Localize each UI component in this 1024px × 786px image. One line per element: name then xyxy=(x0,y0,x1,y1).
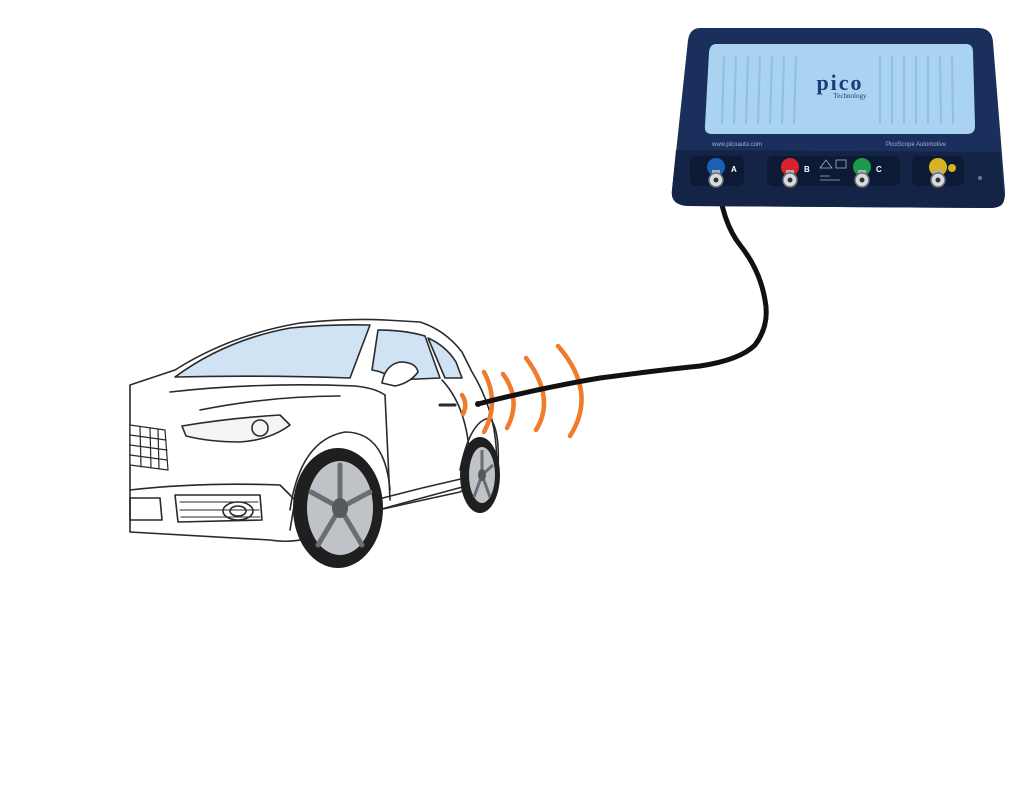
car-rear-wheel xyxy=(460,437,500,513)
channel-c-label: C xyxy=(876,165,882,174)
device-brand-logo: pico xyxy=(816,70,863,95)
channel-b-connector: B xyxy=(781,158,810,188)
car-illustration xyxy=(129,318,500,543)
car-windshield xyxy=(174,324,371,379)
car-front-wheel xyxy=(293,448,383,568)
car-mirror xyxy=(381,361,419,387)
probe-cable xyxy=(475,177,769,407)
channel-c-connector: C xyxy=(853,158,882,188)
device-website: www.picoauto.com xyxy=(711,142,762,148)
channel-a-connector: A xyxy=(707,158,737,188)
signal-wave-3 xyxy=(523,355,547,433)
channel-a-label: A xyxy=(731,165,737,174)
channel-b-label: B xyxy=(804,165,810,174)
probe-tip xyxy=(475,401,481,407)
device-led xyxy=(978,176,982,180)
signal-wave-4 xyxy=(555,343,584,439)
channel-d-connector xyxy=(929,158,956,188)
device-panel-ribs xyxy=(721,55,954,125)
device-model: PicoScope Automotive xyxy=(886,142,947,148)
device-brand-sub: Technology xyxy=(834,92,867,100)
car-rear-window xyxy=(427,337,463,379)
signal-wave-inner-left xyxy=(459,392,468,417)
car-grille xyxy=(129,424,169,471)
car-lower-grille xyxy=(174,494,263,523)
signal-wave-2 xyxy=(500,371,516,431)
device-warning-symbols xyxy=(819,159,847,181)
picoscope-device: pico Technology www.picoauto.com PicoSco… xyxy=(671,28,1006,208)
car-fog-light xyxy=(222,501,254,521)
